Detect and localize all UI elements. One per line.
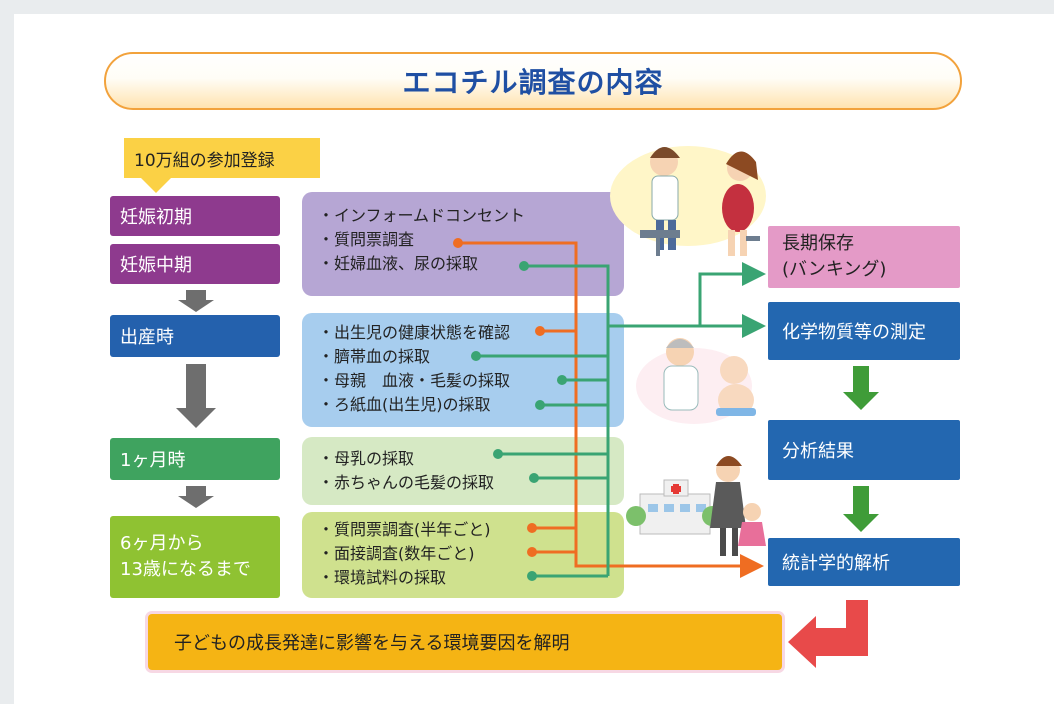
item-interview-every-few-years: ・面接調査(数年ごと) (318, 544, 475, 563)
stage-birth: 出産時 (110, 315, 280, 357)
hospital-family-illustration (626, 456, 766, 556)
callout-pointer (140, 177, 172, 193)
stage-early-pregnancy: 妊娠初期 (110, 196, 280, 236)
item-questionnaire-half-yearly: ・質問票調査(半年ごと) (318, 520, 491, 539)
box-one-month-items: ・母乳の採取 ・赤ちゃんの毛髪の採取 (302, 437, 624, 505)
page-title: エコチル調査の内容 (402, 66, 664, 99)
box-analysis-results: 分析結果 (768, 420, 960, 480)
conclusion-banner: 子どもの成長発達に影響を与える環境要因を解明 (148, 614, 782, 670)
item-informed-consent: ・インフォームドコンセント (318, 206, 526, 225)
item-baby-hair: ・赤ちゃんの毛髪の採取 (318, 473, 495, 492)
right-down-arrows (843, 366, 879, 532)
green-connector (476, 262, 766, 578)
registration-callout: 10万組の参加登録 (124, 138, 320, 178)
item-maternal-blood-urine: ・妊婦血液、尿の採取 (318, 254, 479, 273)
stage-six-months-line2: 13歳になるまで (120, 559, 251, 580)
item-mother-blood-hair: ・母親 血液・毛髪の採取 (318, 371, 511, 390)
green-connector-dots (471, 261, 567, 581)
item-newborn-health-check: ・出生児の健康状態を確認 (318, 323, 511, 342)
box-followup-items: ・質問票調査(半年ごと) ・面接調査(数年ごと) ・環境試料の採取 (302, 512, 624, 598)
item-questionnaire: ・質問票調査 (318, 230, 415, 249)
stage-down-arrows (176, 290, 216, 508)
stage-one-month: 1ヶ月時 (110, 438, 280, 480)
stage-six-months-line1: 6ヶ月から (120, 533, 204, 554)
banking-label: (バンキング) (782, 259, 887, 280)
doctor-baby-illustration (636, 338, 756, 424)
box-statistical-analysis: 統計学的解析 (768, 538, 960, 586)
stage-six-months-to-13: 6ヶ月から 13歳になるまで (110, 516, 280, 598)
box-long-term-storage: 長期保存 (バンキング) (768, 226, 960, 288)
stage-mid-pregnancy: 妊娠中期 (110, 244, 280, 284)
orange-connector-dots (453, 238, 545, 557)
doctor-pregnant-woman-illustration (610, 146, 766, 256)
red-return-arrow (788, 600, 868, 668)
item-filter-paper-blood: ・ろ紙血(出生児)の採取 (318, 395, 491, 414)
storage-label: 長期保存 (782, 233, 854, 254)
item-cord-blood: ・臍帯血の採取 (318, 347, 431, 366)
item-breast-milk: ・母乳の採取 (318, 449, 415, 468)
title-banner: エコチル調査の内容 (104, 52, 962, 110)
box-chemical-measurement: 化学物質等の測定 (768, 302, 960, 360)
item-environmental-samples: ・環境試料の採取 (318, 568, 447, 587)
